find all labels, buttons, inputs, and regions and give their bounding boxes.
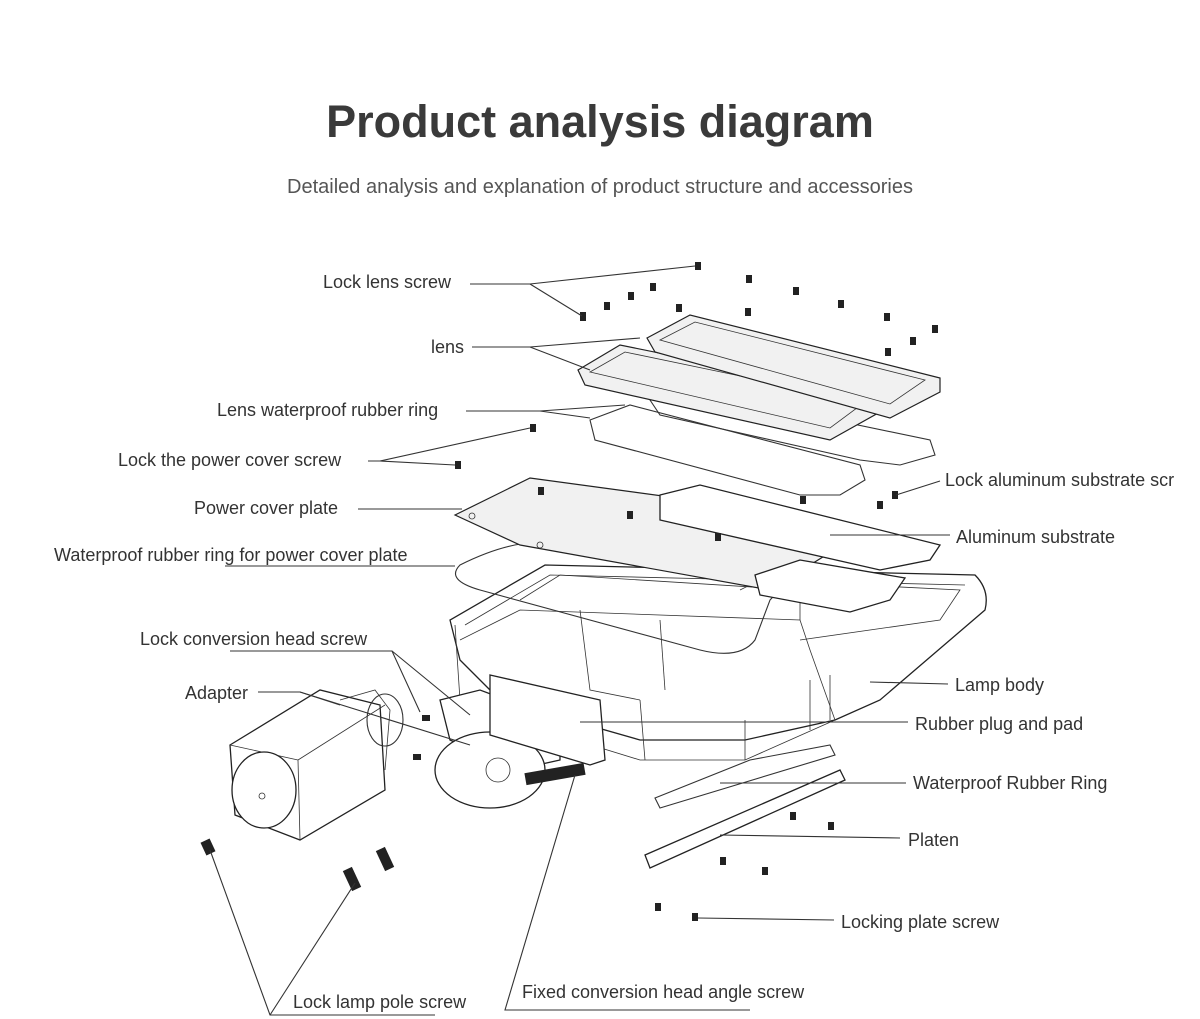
label-waterproof-rubber-ring: Waterproof Rubber Ring [913,773,1108,793]
screw-glyphs [200,262,938,921]
label-rubber-plug-and-pad: Rubber plug and pad [915,714,1084,734]
adapter-drawing [229,689,404,841]
label-lock-power-cover-screw: Lock the power cover screw [118,450,342,470]
page-subtitle: Detailed analysis and explanation of pro… [287,176,913,198]
label-fixed-conversion-head-angle-screw: Fixed conversion head angle screw [522,982,805,1002]
label-waterproof-ring-power-cover: Waterproof rubber ring for power cover p… [54,545,408,565]
label-lamp-body: Lamp body [955,675,1045,695]
page-title: Product analysis diagram [326,96,874,147]
label-platen: Platen [908,830,960,850]
aluminum-substrate-drawing [659,484,942,613]
label-power-cover-plate: Power cover plate [194,498,339,518]
leader-lines [209,265,950,1016]
label-adapter: Adapter [185,683,249,703]
label-lens: lens [431,337,465,357]
label-aluminum-substrate: Aluminum substrate [956,527,1116,547]
label-lock-lens-screw: Lock lens screw [323,272,452,292]
conversion-head-drawing [434,674,606,809]
platen-drawing [644,744,846,869]
label-locking-plate-screw: Locking plate screw [841,912,1000,932]
lens-drawings [577,314,941,441]
label-lock-lamp-pole-screw: Lock lamp pole screw [293,992,467,1012]
label-lens-waterproof-rubber-ring: Lens waterproof rubber ring [217,400,439,420]
label-lock-conversion-head-screw: Lock conversion head screw [140,629,368,649]
label-lock-aluminum-substrate-screw: Lock aluminum substrate scr [945,470,1175,490]
